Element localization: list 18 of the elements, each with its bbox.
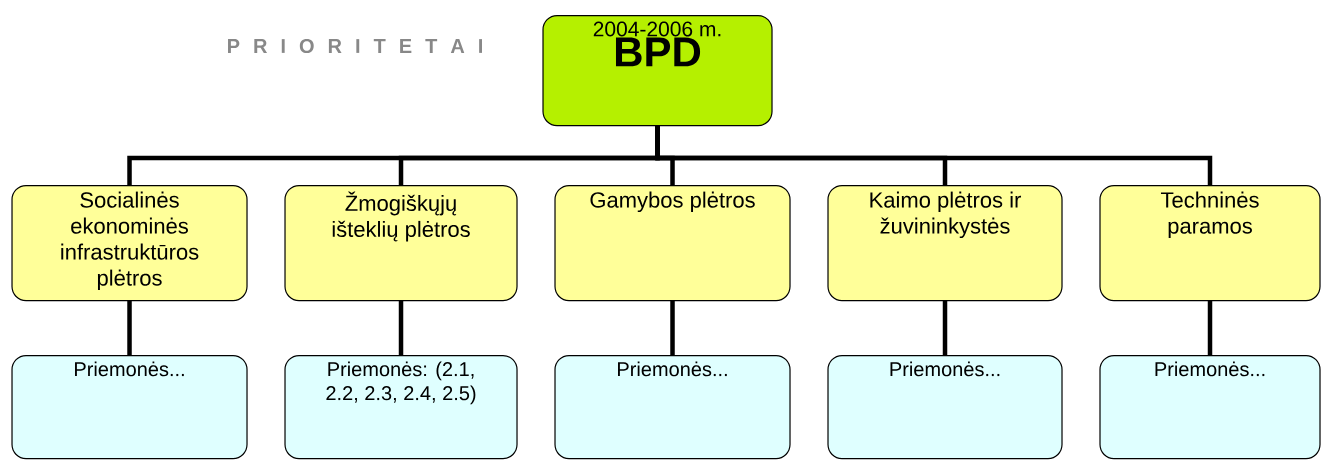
connector-line (670, 300, 675, 355)
measure-box: Priemonės... (827, 355, 1063, 460)
priority-box: Gamybos plėtros (554, 185, 791, 302)
measure-box: Priemonės... (554, 355, 791, 460)
priority-box: Kaimo plėtros ir žuvininkystės (827, 185, 1063, 302)
measure-box: Priemonės... (1099, 355, 1321, 460)
connector-line (1207, 300, 1213, 355)
priority-box: Socialinės ekonominės infrastruktūros plėtros (11, 185, 248, 302)
connector-line (655, 125, 1213, 185)
heading-text: P R I O R I T E T A I (228, 38, 482, 54)
connector-line (942, 300, 948, 355)
measure-box: Priemonės... (11, 355, 248, 460)
priority-box: Žmogiškųjų išteklių plėtros (284, 185, 518, 302)
top-box: 2004-2006 m. BPD (542, 15, 773, 127)
priority-box: Techninės paramos (1099, 185, 1321, 302)
connector-line (398, 300, 404, 355)
measure-box: Priemonės: (2.1, 2.2, 2.3, 2.4, 2.5) (284, 355, 518, 460)
connector-line (127, 300, 132, 355)
